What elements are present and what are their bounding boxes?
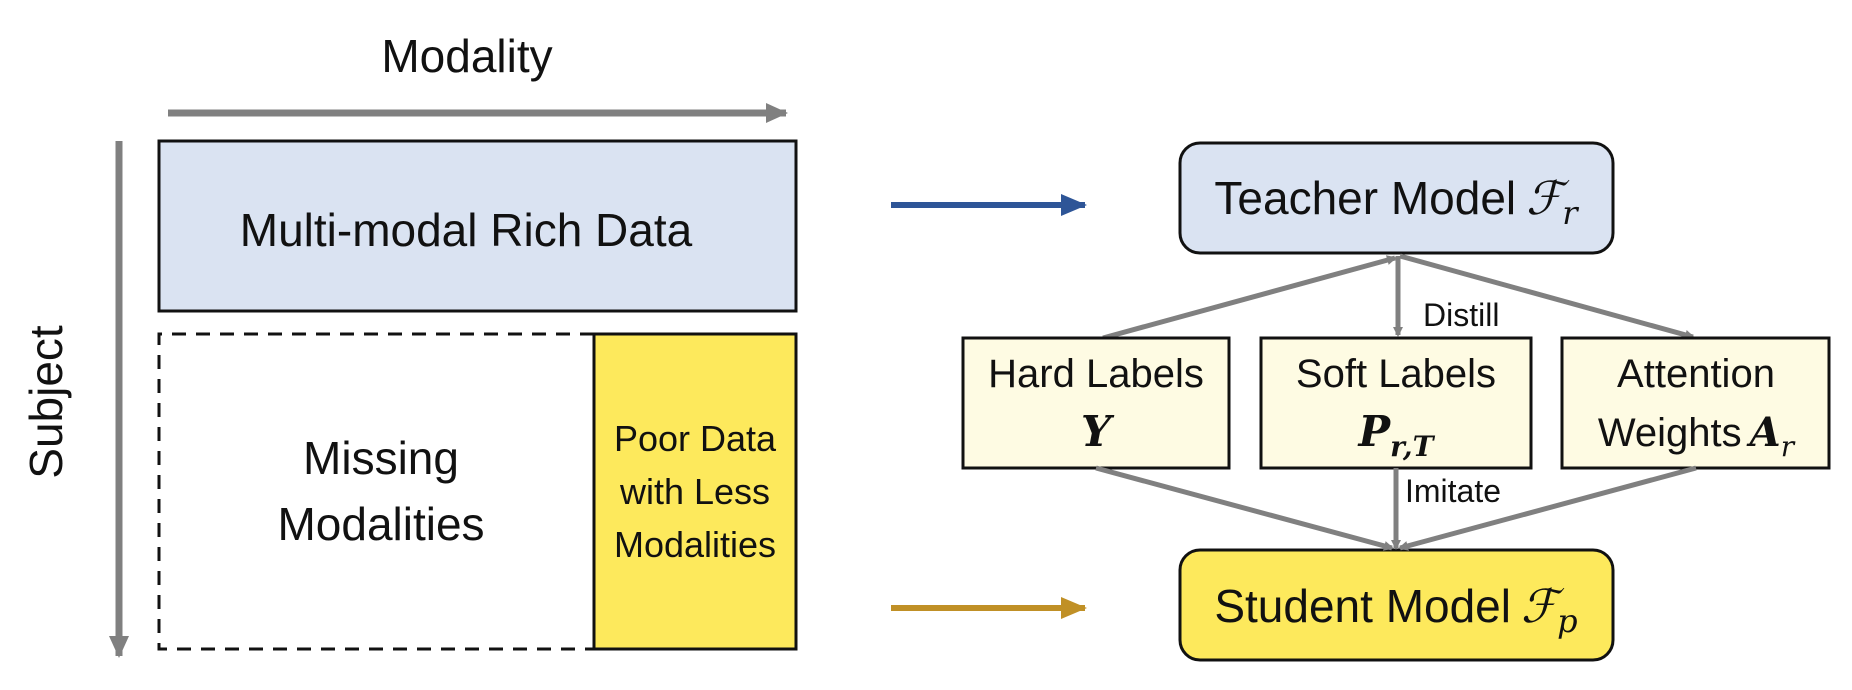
poor-data-box [592,332,798,651]
hard-labels-box [961,336,1231,470]
soft-labels-box [1259,336,1533,470]
poor-line-2: with Less [619,471,770,512]
imitate-label: Imitate [1405,473,1501,509]
soft-labels-symbol: Pr,T [1358,407,1436,463]
attention-weights-box [1560,336,1831,470]
hard-labels-title: Hard Labels [988,352,1204,396]
distill-label: Distill [1423,297,1499,333]
missing-line-1: Missing [303,432,459,484]
student-model-box [1178,548,1615,662]
missing-modalities-region [157,332,594,651]
distill-to-attention-arrow [1399,253,1695,340]
soft-labels-title: Soft Labels [1296,352,1496,396]
modality-axis-label: Modality [381,30,552,82]
attention-title: Attention [1617,352,1775,396]
subject-axis-label: Subject [20,325,72,479]
distill-to-hard-line [1102,255,1397,341]
poor-line-1: Poor Data [614,418,777,459]
attention-to-student-arrow [1398,465,1697,551]
rich-data-label: Multi-modal Rich Data [240,204,693,256]
rich-data-box [157,139,798,313]
hard-to-student-arrow [1095,465,1394,551]
poor-line-3: Modalities [614,524,776,565]
teacher-model-box [1178,141,1615,255]
missing-line-2: Modalities [277,498,484,550]
hard-labels-symbol: Y [1081,407,1115,456]
